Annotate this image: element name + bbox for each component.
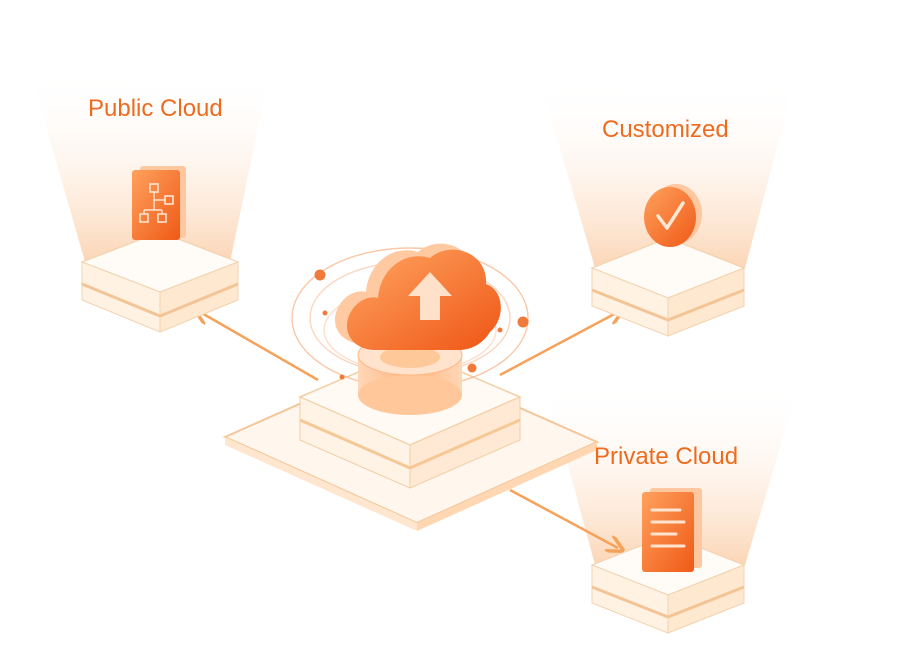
- cloud-upload-icon: [334, 243, 501, 350]
- flowchart-icon: [132, 166, 186, 240]
- node-public-cloud-platform: [80, 231, 240, 333]
- orbit-dot: [339, 374, 345, 380]
- orbit-dot: [517, 316, 529, 328]
- checkmark-badge-icon: [644, 184, 702, 247]
- customized-label: Customized: [602, 116, 729, 143]
- private-cloud-label: Private Cloud: [594, 443, 739, 470]
- arrow-to-public: [200, 312, 319, 382]
- orbit-dot: [322, 310, 328, 316]
- orbit-dot: [314, 269, 326, 281]
- arrow-to-private: [509, 488, 618, 548]
- beam-customized: [540, 80, 795, 268]
- document-lines-icon: [642, 488, 702, 572]
- orbit-dot: [467, 363, 477, 373]
- node-customized-platform: [590, 237, 746, 337]
- beam-private: [545, 380, 800, 565]
- arrow-to-customized: [499, 312, 618, 377]
- public-cloud-label: Public Cloud: [88, 95, 223, 122]
- orbit-dot: [497, 327, 503, 333]
